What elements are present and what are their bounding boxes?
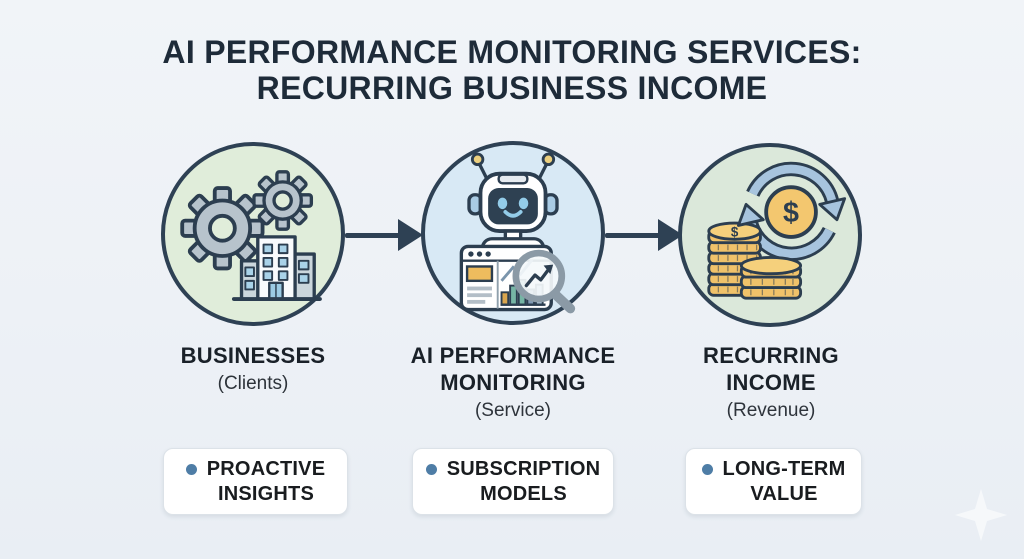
coins-cycle-icon: $ $ [707,161,847,300]
flow-arrow-2 [605,218,685,252]
stage-subtitle: (Revenue) [726,400,816,421]
page-title: AI PERFORMANCE MONITORING SERVICES: RECU… [162,34,862,106]
stage-label-ai-monitoring: AI PERFORMANCE MONITORING (Service) [383,342,643,424]
stage-circle-ai-monitoring [421,141,605,325]
benefit-card-long-term-value: LONG-TERM VALUE [685,448,862,515]
arrow-shaft [605,233,663,238]
benefit-label: SUBSCRIPTION MODELS [446,457,601,505]
bullet-dot-icon [185,463,197,475]
arrow-shaft [345,233,403,238]
stage-subtitle: (Clients) [217,373,289,394]
benefit-label: PROACTIVE INSIGHTS [206,457,326,505]
benefit-card-proactive-insights: PROACTIVE INSIGHTS [163,448,348,515]
gears-building-icon [180,170,322,301]
svg-text:$: $ [783,197,799,229]
bullet-dot-icon [701,463,713,475]
svg-text:$: $ [731,225,739,240]
stage-name: BUSINESSES [180,343,326,368]
stage-name: RECURRING INCOME [703,343,839,395]
bullet-dot-icon [425,463,437,475]
stage-circle-businesses [161,142,345,326]
flow-arrow-1 [345,218,425,252]
benefit-label: LONG-TERM VALUE [722,457,846,505]
sparkle-icon [955,489,1007,541]
stage-label-businesses: BUSINESSES (Clients) [143,342,363,397]
arrow-head-icon [398,219,423,251]
stage-circle-recurring-income: $ $ [678,143,862,327]
benefit-card-subscription-models: SUBSCRIPTION MODELS [412,448,614,515]
robot-monitoring-icon [459,152,576,314]
stage-label-recurring-income: RECURRING INCOME (Revenue) [661,342,881,424]
stage-name: AI PERFORMANCE MONITORING [410,343,616,395]
stage-subtitle: (Service) [474,400,551,421]
